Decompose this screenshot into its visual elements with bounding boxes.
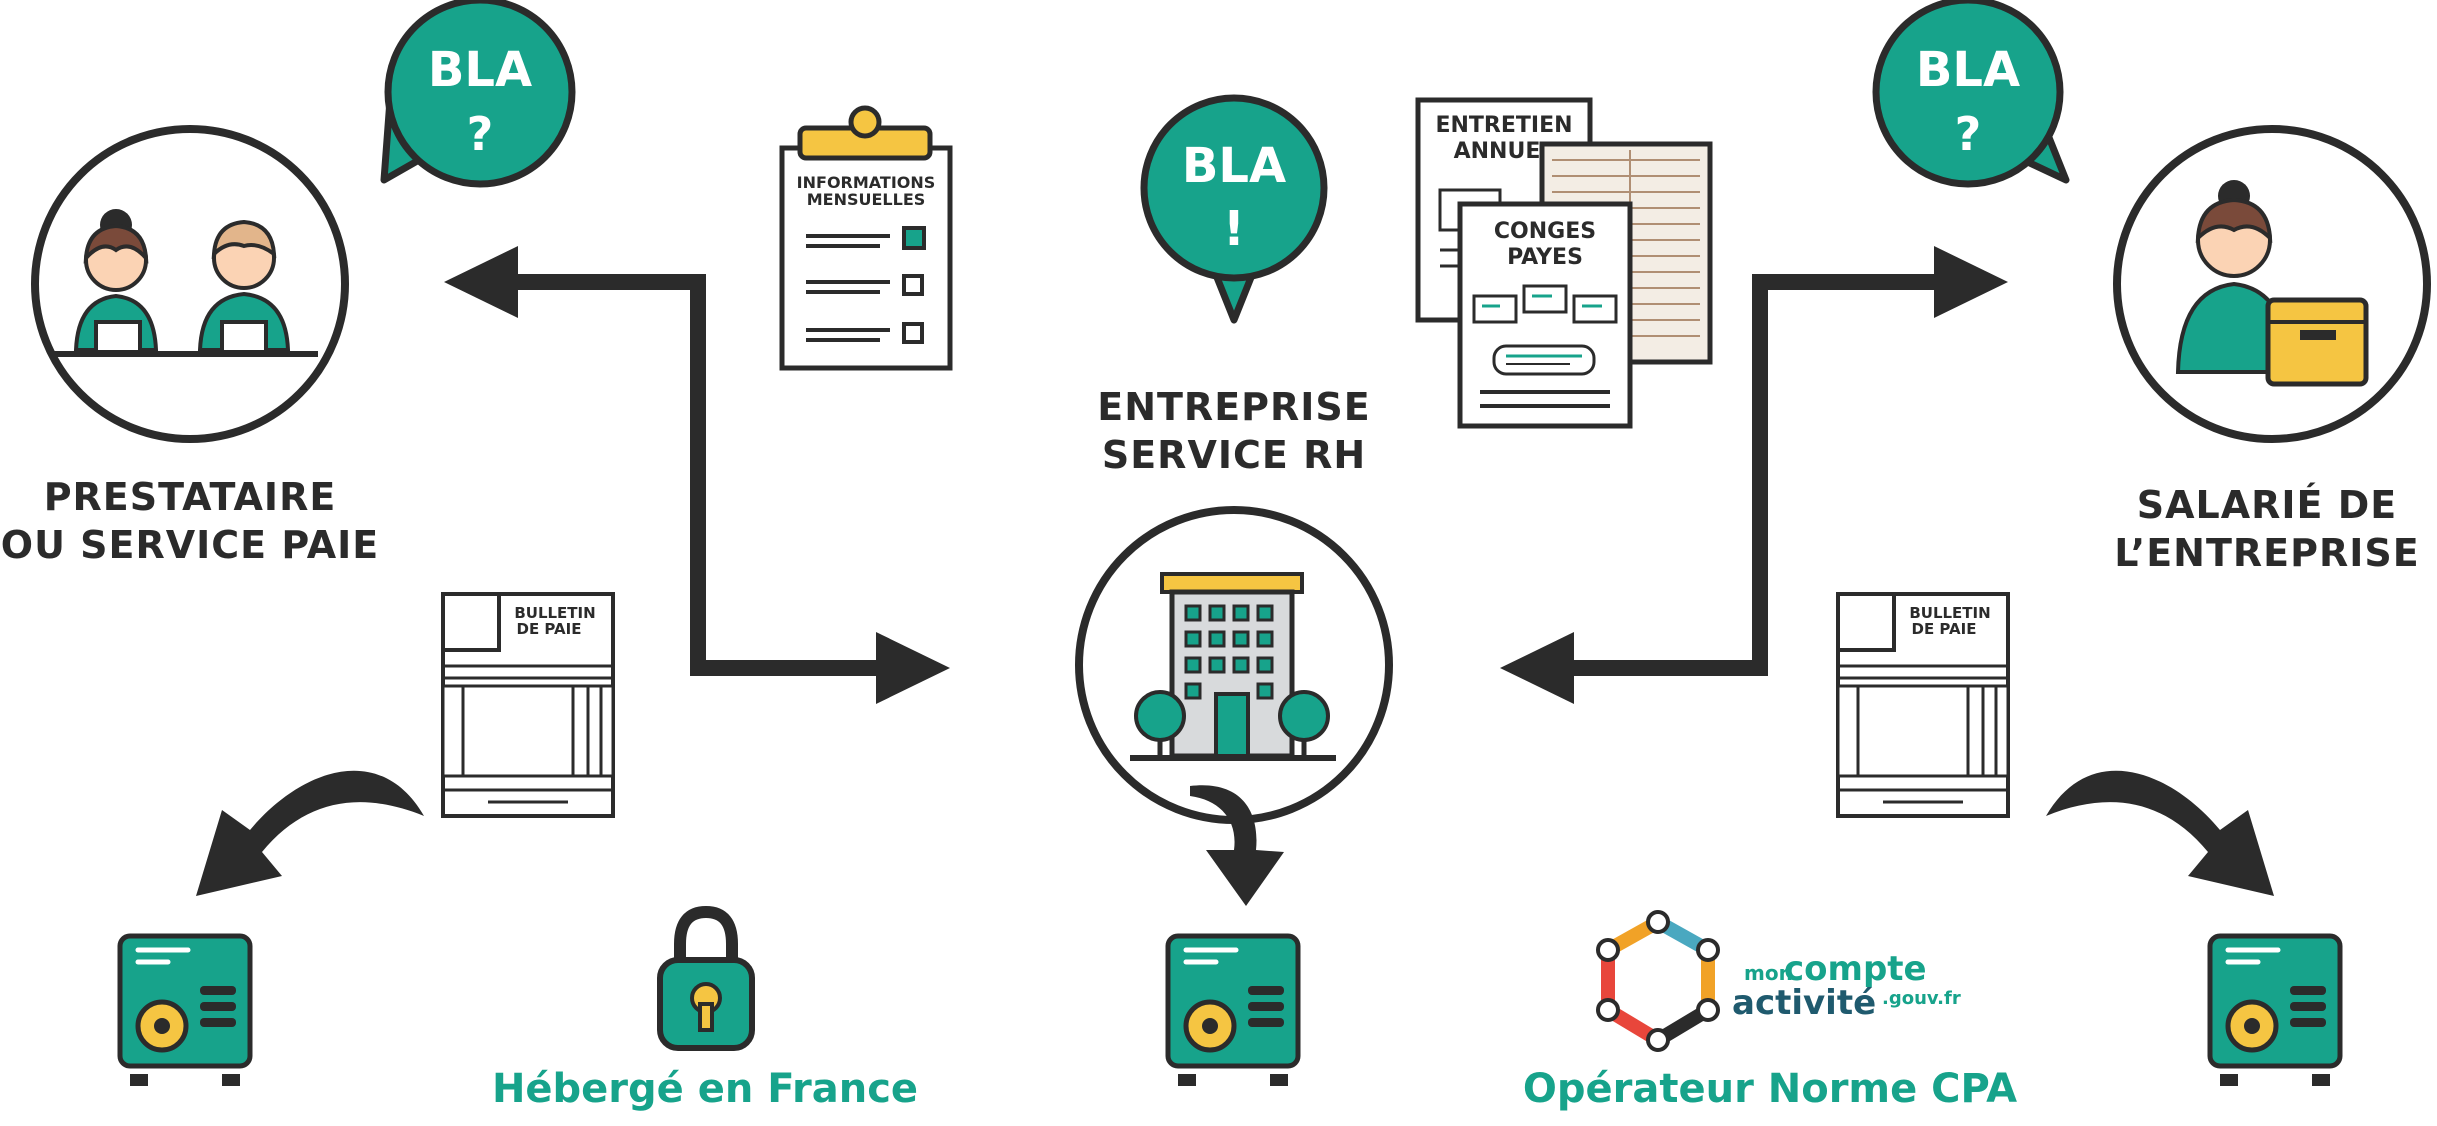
cpa-logo-prefix: mon (1744, 961, 1793, 985)
bulletin-left-line2: DE PAIE (517, 620, 582, 638)
building-icon (1075, 506, 1393, 824)
operator-cpa-label: Opérateur Norme CPA (1522, 1066, 2018, 1112)
cpa-logo-word2: activité (1732, 983, 1876, 1023)
entretien-line1: ENTRETIEN (1435, 113, 1572, 138)
left-actor-icon (31, 125, 349, 443)
bulletin-left-line1: BULLETIN (514, 604, 595, 622)
curved-arrow-center (1190, 785, 1284, 906)
speech-bubble-left: BLA ? (380, 0, 576, 188)
right-actor-title-line2: L’ENTREPRISE (2114, 530, 2420, 575)
speech-bubble-right: BLA ? (1872, 0, 2070, 188)
box-icon (2265, 297, 2369, 387)
arrowhead-left (444, 246, 518, 318)
hosted-in-france-label: Hébergé en France (491, 1066, 919, 1112)
clipboard-line1: INFORMATIONS (797, 173, 936, 192)
person-icon (73, 209, 159, 354)
documents-stack: ENTRETIEN ANNUEL CONGES PAYES (1415, 97, 1713, 429)
center-actor-title: ENTREPRISE SERVICE RH (1034, 384, 1434, 479)
bubble-center-mark: ! (1223, 201, 1245, 257)
clipboard-icon: INFORMATIONS MENSUELLES (779, 105, 953, 371)
arrowhead-center-left (876, 632, 950, 704)
arrow-flow-right (1570, 274, 1940, 676)
cpa-logo-suffix: .gouv.fr (1882, 988, 1961, 1009)
bulletin-right: BULLETIN DE PAIE (1836, 592, 2010, 818)
arrowhead-right (1934, 246, 2008, 318)
padlock-icon (657, 905, 755, 1051)
bubble-center-word: BLA (1182, 138, 1286, 194)
bulletin-right-line2: DE PAIE (1912, 620, 1977, 638)
left-actor-title-line2: OU SERVICE PAIE (0, 522, 380, 567)
right-actor-icon (2113, 125, 2431, 443)
speech-bubble-center: BLA ! (1140, 94, 1328, 324)
arrow-flow-left (510, 274, 880, 676)
bubble-right-mark: ? (1955, 107, 1982, 161)
bulletin-left: BULLETIN DE PAIE (441, 592, 615, 818)
entretien-line2: ANNUEL (1454, 139, 1555, 164)
left-actor-title-line1: PRESTATAIRE (43, 475, 337, 519)
bulletin-right-line1: BULLETIN (1909, 604, 1990, 622)
curved-arrow-left (196, 770, 424, 896)
bubble-left-mark: ? (467, 107, 494, 161)
clipboard-line2: MENSUELLES (807, 190, 926, 209)
bubble-right-word: BLA (1916, 42, 2020, 98)
curved-arrow-right (2046, 770, 2274, 896)
right-actor-title-line1: SALARIÉ DE (2136, 483, 2398, 527)
center-actor-title-line1: ENTREPRISE (1097, 385, 1371, 429)
conges-line2: PAYES (1507, 245, 1583, 270)
left-actor-title: PRESTATAIRE OU SERVICE PAIE (0, 474, 380, 569)
right-actor-title: SALARIÉ DE L’ENTREPRISE (2097, 482, 2437, 577)
safe-icon (1168, 936, 1298, 1086)
conges-line1: CONGES (1494, 219, 1596, 244)
center-actor-title-line2: SERVICE RH (1101, 432, 1367, 477)
safe-icon (120, 936, 250, 1086)
safe-icon (2210, 936, 2340, 1086)
bubble-left-word: BLA (428, 42, 532, 98)
cpa-logo-icon (1596, 910, 1720, 1052)
cpa-logo-word1: compte (1784, 949, 1927, 989)
arrowhead-center-right (1500, 632, 1574, 704)
